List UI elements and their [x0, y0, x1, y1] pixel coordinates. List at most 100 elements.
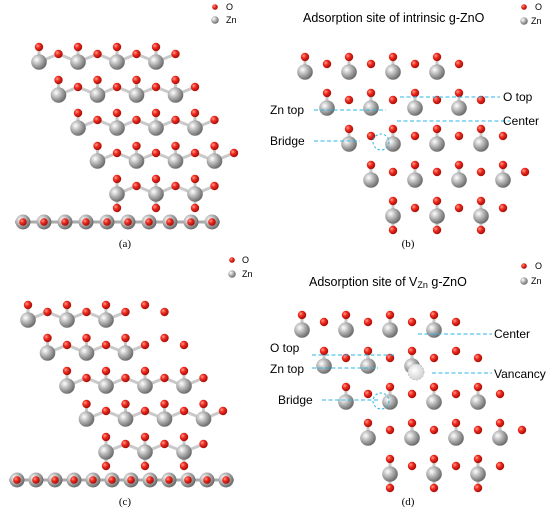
- zinc-atom: [117, 411, 134, 427]
- zinc-atom: [385, 64, 401, 80]
- oxygen-atom: [19, 218, 27, 226]
- oxygen-atom: [495, 389, 505, 399]
- oxygen-atom: [127, 476, 135, 484]
- oxygen-atom: [432, 124, 442, 134]
- zinc-atom: [31, 54, 47, 70]
- oxygen-atom: [366, 59, 376, 69]
- zinc-atom: [382, 322, 398, 338]
- zinc-atom: [363, 172, 379, 188]
- oxygen-atom: [151, 203, 161, 213]
- zinc-atom: [50, 87, 67, 103]
- oxygen-atom: [388, 52, 398, 62]
- oxygen-atom: [160, 373, 169, 383]
- caption-b: (b): [402, 238, 415, 250]
- zinc-atom: [382, 394, 398, 410]
- oxygen-atom: [199, 373, 208, 383]
- zinc-atom: [360, 358, 376, 374]
- oxygen-atom: [190, 174, 200, 184]
- oxygen-atom: [473, 353, 483, 363]
- zinc-atom: [98, 312, 114, 328]
- oxygen-atom: [82, 218, 90, 226]
- site-label-o-top: O top: [270, 341, 300, 355]
- zinc-atom: [470, 394, 486, 410]
- legend-zn-label: Zn: [242, 269, 253, 279]
- oxygen-atom: [43, 307, 52, 317]
- oxygen-atom: [454, 131, 464, 141]
- oxygen-atom: [160, 399, 169, 409]
- oxygen-atom: [187, 218, 195, 226]
- zinc-atom: [89, 87, 106, 103]
- zinc-atom: [429, 64, 445, 80]
- zinc-atom: [294, 322, 310, 338]
- oxygen-atom: [385, 353, 395, 363]
- oxygen-atom: [473, 425, 483, 435]
- oxygen-atom: [160, 333, 169, 343]
- oxygen-atom: [407, 418, 417, 428]
- oxygen-atom: [93, 75, 102, 85]
- oxygen-atom: [451, 461, 461, 471]
- oxygen-atom: [388, 225, 398, 235]
- oxygen-atom: [140, 340, 150, 350]
- zinc-atom: [341, 64, 357, 80]
- oxygen-atom: [112, 174, 122, 184]
- oxygen-atom: [171, 141, 180, 151]
- zinc-atom: [341, 136, 357, 152]
- site-label-zn-top: Zn top: [270, 362, 304, 376]
- oxygen-atom: [62, 366, 72, 376]
- oxygen-atom: [73, 82, 83, 92]
- zinc-atom: [148, 54, 164, 70]
- zinc-atom: [473, 208, 489, 224]
- oxygen-atom: [82, 333, 91, 343]
- zinc-atom: [426, 394, 442, 410]
- oxygen-atom: [229, 148, 239, 158]
- oxygen-atom: [454, 59, 464, 69]
- zinc-atom: [448, 430, 464, 446]
- zinc-atom: [176, 444, 192, 460]
- oxygen-atom: [366, 88, 376, 98]
- oxygen-atom: [145, 218, 153, 226]
- site-label-center: Center: [503, 114, 539, 128]
- panel-b-title: Adsorption site of intrinsic g-ZnO: [303, 11, 485, 25]
- oxygen-atom: [34, 42, 44, 52]
- oxygen-atom: [520, 167, 530, 177]
- oxygen-atom: [210, 141, 219, 151]
- oxygen-atom: [429, 382, 439, 392]
- lattice-intrinsic-sites: [297, 52, 530, 235]
- oxygen-atom: [179, 340, 189, 350]
- zinc-atom: [492, 430, 508, 446]
- oxygen-atom: [54, 49, 63, 59]
- oxygen-atom: [322, 88, 332, 98]
- zinc-atom: [338, 322, 354, 338]
- caption-d: (d): [402, 496, 415, 508]
- zinc-atom: [167, 153, 184, 169]
- oxygen-atom: [363, 346, 373, 356]
- legend-b: O Zn: [520, 2, 542, 26]
- zinc-atom: [187, 186, 203, 202]
- oxygen-atom: [82, 307, 91, 317]
- oxygen-atom: [388, 95, 398, 105]
- oxygen-atom: [101, 432, 111, 442]
- oxygen-atom: [54, 75, 63, 85]
- zinc-atom: [206, 153, 223, 169]
- zinc-atom: [316, 358, 332, 374]
- zinc-atom: [128, 87, 145, 103]
- oxygen-atom: [498, 203, 508, 213]
- zinc-atom: [470, 466, 486, 482]
- zinc-atom: [70, 120, 86, 136]
- oxygen-atom: [451, 389, 461, 399]
- zinc-atom: [319, 100, 335, 116]
- oxygen-atom: [407, 317, 417, 327]
- oxygen-atom: [476, 95, 486, 105]
- oxygen-atom: [190, 148, 200, 158]
- zinc-atom: [195, 411, 212, 427]
- oxygen-atom: [93, 49, 102, 59]
- zinc-atom: [382, 466, 398, 482]
- oxygen-atom: [140, 432, 150, 442]
- oxygen-atom: [140, 406, 150, 416]
- oxygen-atom: [101, 366, 111, 376]
- oxygen-atom: [179, 461, 189, 471]
- zinc-atom: [495, 172, 511, 188]
- oxygen-atom: [101, 406, 111, 416]
- oxygen-atom: [171, 49, 180, 59]
